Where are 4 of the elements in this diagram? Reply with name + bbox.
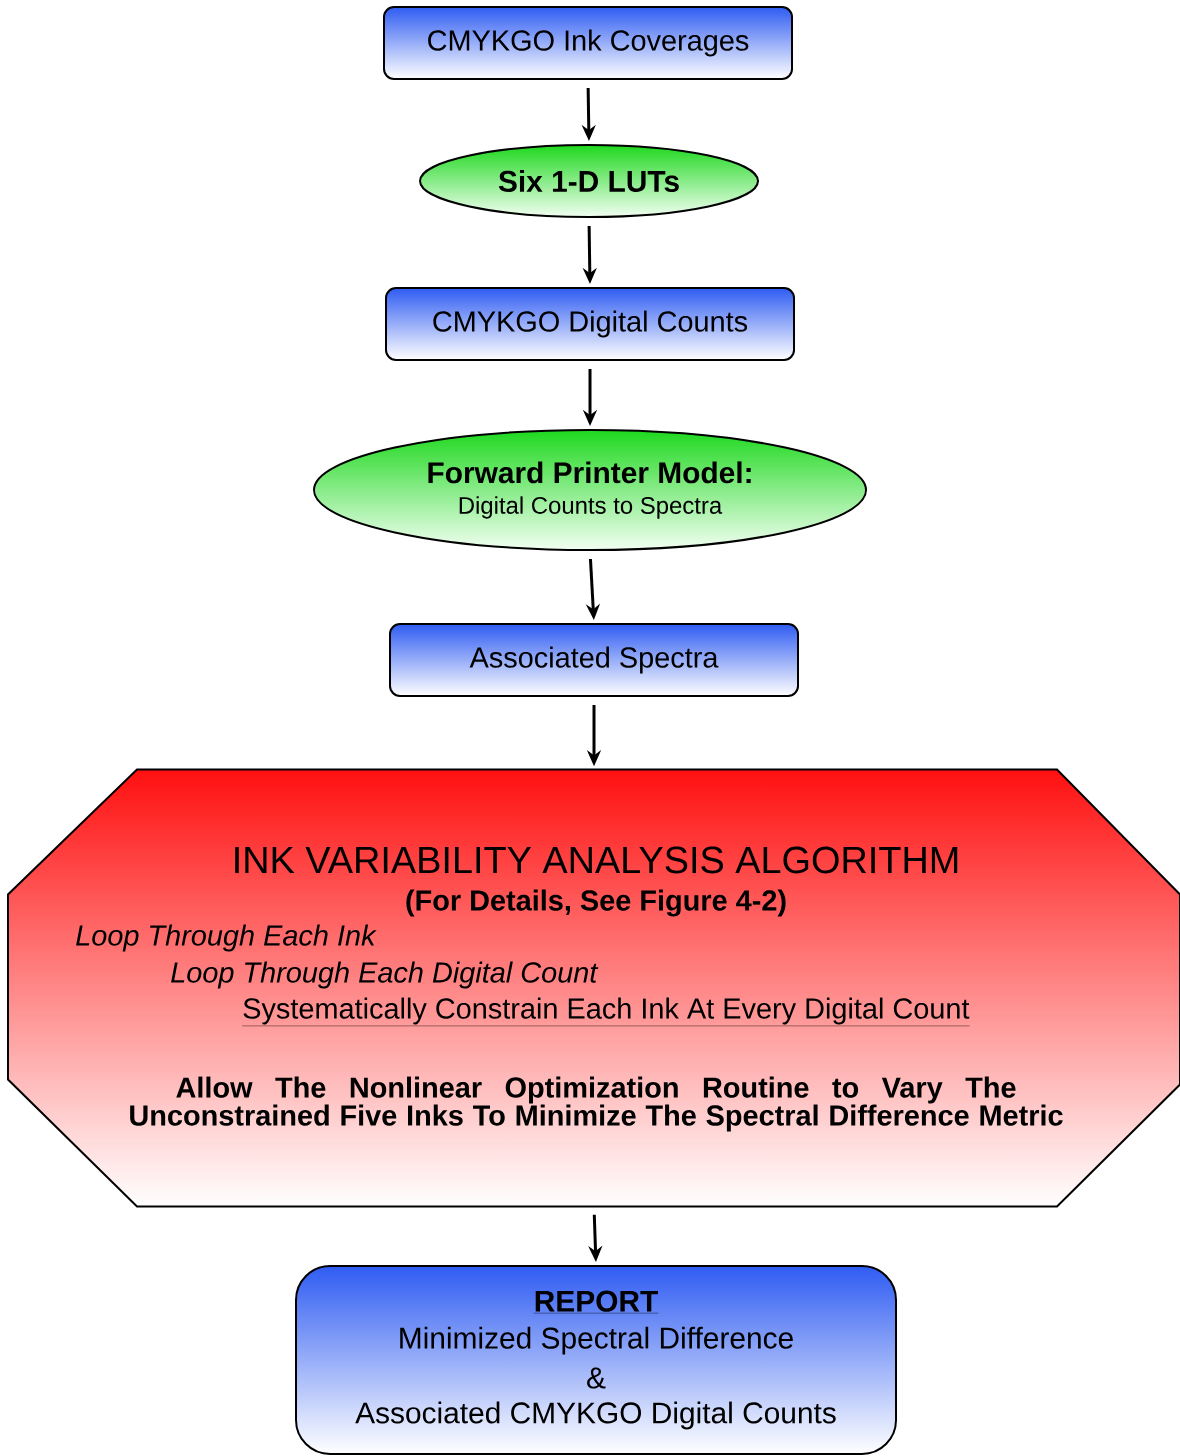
process-box: CMYKGO Digital Counts [385, 287, 795, 361]
process-box: Associated Spectra [389, 623, 799, 697]
process-box: CMYKGO Ink Coverages [383, 6, 793, 80]
report-box: REPORT Minimized Spectral Difference & Associated CMYKGO Digital Counts [295, 1265, 897, 1455]
